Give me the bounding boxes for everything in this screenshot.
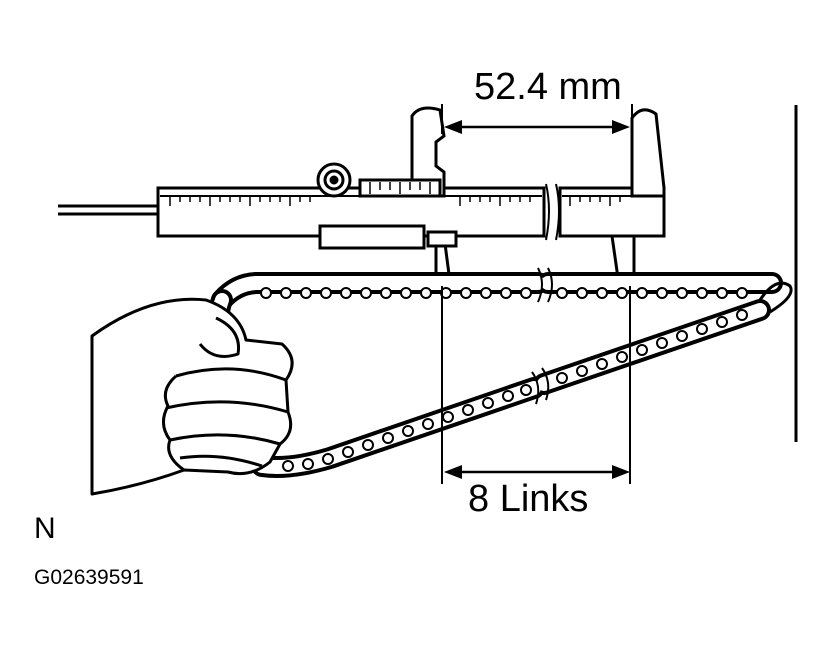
measurement-label: 52.4 mm [474, 66, 622, 108]
dimension-arrow-bottom [444, 465, 630, 479]
caliper-scale-ticks [169, 182, 621, 206]
hand-icon [90, 297, 294, 496]
extension-lines [441, 104, 633, 484]
caliper-depth-rod [58, 204, 160, 216]
timing-chain-icon [208, 267, 793, 478]
figure-id-label: G02639591 [34, 566, 144, 589]
view-label: N [34, 512, 56, 545]
links-label: 8 Links [468, 478, 589, 520]
dimension-arrow-top [444, 120, 630, 134]
vernier-caliper-icon [156, 106, 666, 288]
chain-hook [758, 281, 793, 314]
